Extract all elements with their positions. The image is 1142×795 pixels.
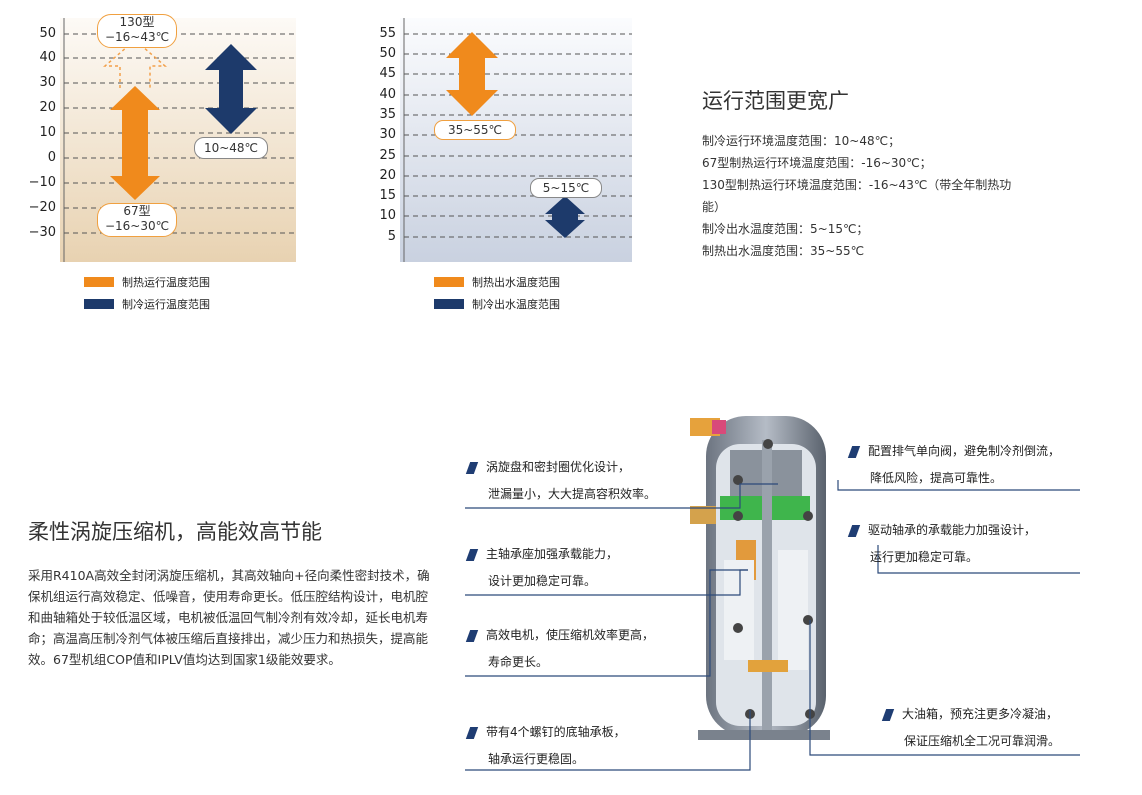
feature-line: 涡旋盘和密封圈优化设计，: [486, 460, 631, 474]
legend-label: 制热运行温度范围: [122, 276, 210, 289]
feature-line: 驱动轴承的承载能力加强设计，: [868, 523, 1037, 537]
legend-label: 制热出水温度范围: [472, 276, 560, 289]
compressor-illustration: [690, 416, 830, 740]
y-tick: 40: [379, 87, 396, 102]
water-chart-plot: [400, 18, 632, 262]
label-130-model-range: −16~43℃: [104, 30, 170, 44]
range-spec-line: 67型制热运行环境温度范围：-16~30℃；: [702, 156, 932, 170]
feature-line: 运行更加稳定可靠。: [870, 550, 979, 564]
range-spec-line: 制冷出水温度范围：5~15℃；: [702, 222, 869, 236]
legend-swatch-orange: [434, 277, 464, 287]
cooling-range-arrow: [205, 44, 257, 134]
legend-cooling: 制冷运行温度范围: [84, 296, 210, 312]
feature-leader-lines: [465, 480, 1080, 771]
y-tick: 10: [39, 125, 56, 140]
feature-discharge-valve: 配置排气单向阀，避免制冷剂倒流， 降低风险，提高可靠性。: [847, 438, 1061, 492]
legend-heating: 制热运行温度范围: [84, 274, 210, 290]
label-cooling-water-range: 5~15℃: [530, 178, 602, 198]
y-tick: 25: [379, 148, 396, 163]
feature-line: 大油箱，预充注更多冷凝油，: [902, 707, 1059, 721]
feature-scroll-seal: 涡旋盘和密封圈优化设计， 泄漏量小，大大提高容积效率。: [465, 454, 657, 508]
compressor-intro-text: 采用R410A高效全封闭涡旋压缩机，其高效轴向+径向柔性密封技术，确保机组运行高…: [28, 568, 430, 667]
feature-bullet-icon: [881, 708, 895, 721]
feature-main-bearing: 主轴承座加强承载能力， 设计更加稳定可靠。: [465, 541, 619, 595]
label-cooling-range: 10~48℃: [194, 137, 268, 159]
feature-bottom-bearing: 带有4个螺钉的底轴承板， 轴承运行更稳固。: [465, 719, 626, 773]
y-tick: −20: [28, 200, 56, 215]
label-130-model-name: 130型: [119, 15, 155, 29]
feature-line: 轴承运行更稳固。: [488, 752, 585, 766]
y-tick: 45: [379, 66, 396, 81]
feature-line: 泄漏量小，大大提高容积效率。: [488, 487, 657, 501]
legend-swatch-navy: [84, 299, 114, 309]
feature-bullet-icon: [465, 548, 479, 561]
feature-line: 带有4个螺钉的底轴承板，: [486, 725, 626, 739]
y-tick: 35: [379, 107, 396, 122]
y-tick: 40: [39, 50, 56, 65]
y-tick: 20: [379, 168, 396, 183]
compressor-section-title: 柔性涡旋压缩机，高能效高节能: [28, 520, 322, 544]
ambient-range-chart: 50 40 30 20 10 0 −10 −20 −30 130型 −16~43…: [0, 0, 300, 320]
label-heating-water-range: 35~55℃: [434, 120, 516, 140]
feature-line: 高效电机，使压缩机效率更高，: [486, 628, 655, 642]
y-tick: 30: [39, 75, 56, 90]
feature-line: 配置排气单向阀，避免制冷剂倒流，: [868, 444, 1061, 458]
feature-efficient-motor: 高效电机，使压缩机效率更高， 寿命更长。: [465, 622, 655, 676]
y-tick: 0: [47, 150, 56, 165]
range-spec-line: 制热出水温度范围：35~55℃: [702, 244, 865, 258]
y-tick: 50: [39, 26, 56, 41]
feature-bullet-icon: [465, 629, 479, 642]
label-67-model-range: −16~30℃: [104, 219, 170, 233]
range-spec-line: 能）: [702, 200, 727, 214]
feature-line: 设计更加稳定可靠。: [488, 574, 597, 588]
cooling-water-arrow: [545, 196, 585, 238]
range-spec-line: 制冷运行环境温度范围：10~48℃；: [702, 134, 901, 148]
feature-line: 寿命更长。: [488, 655, 549, 669]
heating-range-arrow: [110, 86, 160, 200]
legend-heating-water: 制热出水温度范围: [434, 274, 560, 290]
label-130-model: 130型 −16~43℃: [97, 14, 177, 48]
legend-cooling-water: 制冷出水温度范围: [434, 296, 560, 312]
label-67-model-name: 67型: [123, 204, 151, 218]
y-tick: 5: [387, 229, 396, 244]
y-tick: 50: [379, 46, 396, 61]
legend-label: 制冷运行温度范围: [122, 298, 210, 311]
legend-label: 制冷出水温度范围: [472, 298, 560, 311]
label-67-model: 67型 −16~30℃: [97, 203, 177, 237]
feature-bullet-icon: [465, 726, 479, 739]
water-temp-chart: 55 50 45 40 35 30 25 20 15 10 5 35~55℃ 5…: [360, 0, 640, 320]
y-tick: 55: [379, 26, 396, 41]
legend-swatch-orange: [84, 277, 114, 287]
range-section-title: 运行范围更宽广: [702, 89, 849, 113]
y-tick: 30: [379, 127, 396, 142]
range-spec-line: 130型制热运行环境温度范围：-16~43℃（带全年制热功: [702, 178, 1012, 192]
y-tick: 15: [379, 188, 396, 203]
y-tick: −30: [28, 225, 56, 240]
feature-bullet-icon: [847, 445, 861, 458]
feature-drive-bearing: 驱动轴承的承载能力加强设计， 运行更加稳定可靠。: [847, 517, 1037, 571]
feature-bullet-icon: [465, 461, 479, 474]
feature-line: 保证压缩机全工况可靠润滑。: [904, 734, 1061, 748]
y-tick: 20: [39, 100, 56, 115]
feature-oil-tank: 大油箱，预充注更多冷凝油， 保证压缩机全工况可靠润滑。: [881, 701, 1061, 755]
feature-line: 主轴承座加强承载能力，: [486, 547, 619, 561]
y-tick: −10: [28, 175, 56, 190]
feature-bullet-icon: [847, 524, 861, 537]
feature-line: 降低风险，提高可靠性。: [870, 471, 1003, 485]
legend-swatch-navy: [434, 299, 464, 309]
y-tick: 10: [379, 208, 396, 223]
heating-water-arrow: [446, 32, 498, 116]
